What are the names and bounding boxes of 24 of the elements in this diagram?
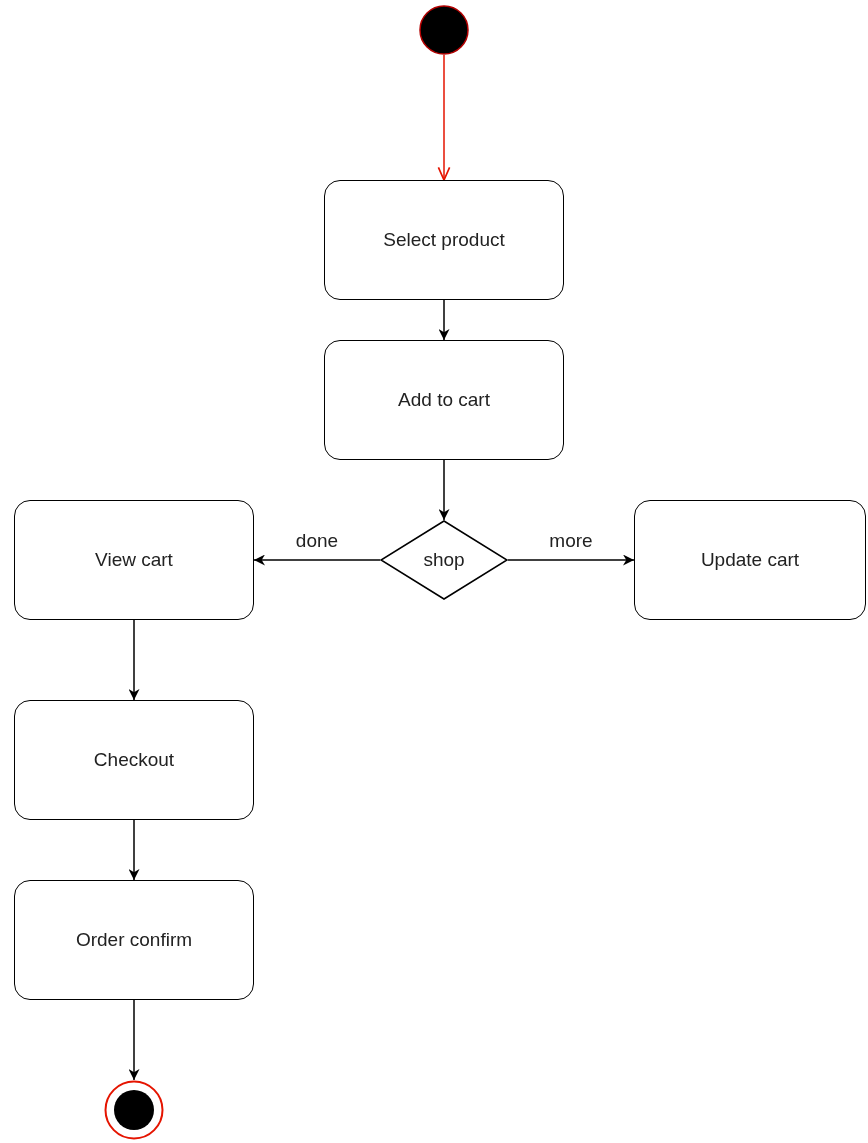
action-box [324,180,564,300]
arrow [437,54,451,181]
action-box [14,880,254,1000]
node-label: shop [423,549,465,571]
arrow [128,819,140,881]
action-box [324,340,564,460]
node-label: Update cart [700,549,800,571]
start-node [419,5,469,55]
node-label: Checkout [93,749,175,771]
arrow [253,554,381,566]
arrow [438,459,450,521]
end-node [104,1080,164,1140]
action-box [14,500,254,620]
arrow [507,554,635,566]
arrow [438,299,450,341]
node-label: Add to cart [398,389,490,411]
decision-diamond [380,520,508,600]
node-label: View cart [95,549,173,571]
node-label: Order confirm [75,929,193,951]
action-box [634,500,866,620]
arrow [128,619,140,701]
action-box [14,700,254,820]
node-label: Select product [383,229,505,251]
arrow [128,999,140,1081]
